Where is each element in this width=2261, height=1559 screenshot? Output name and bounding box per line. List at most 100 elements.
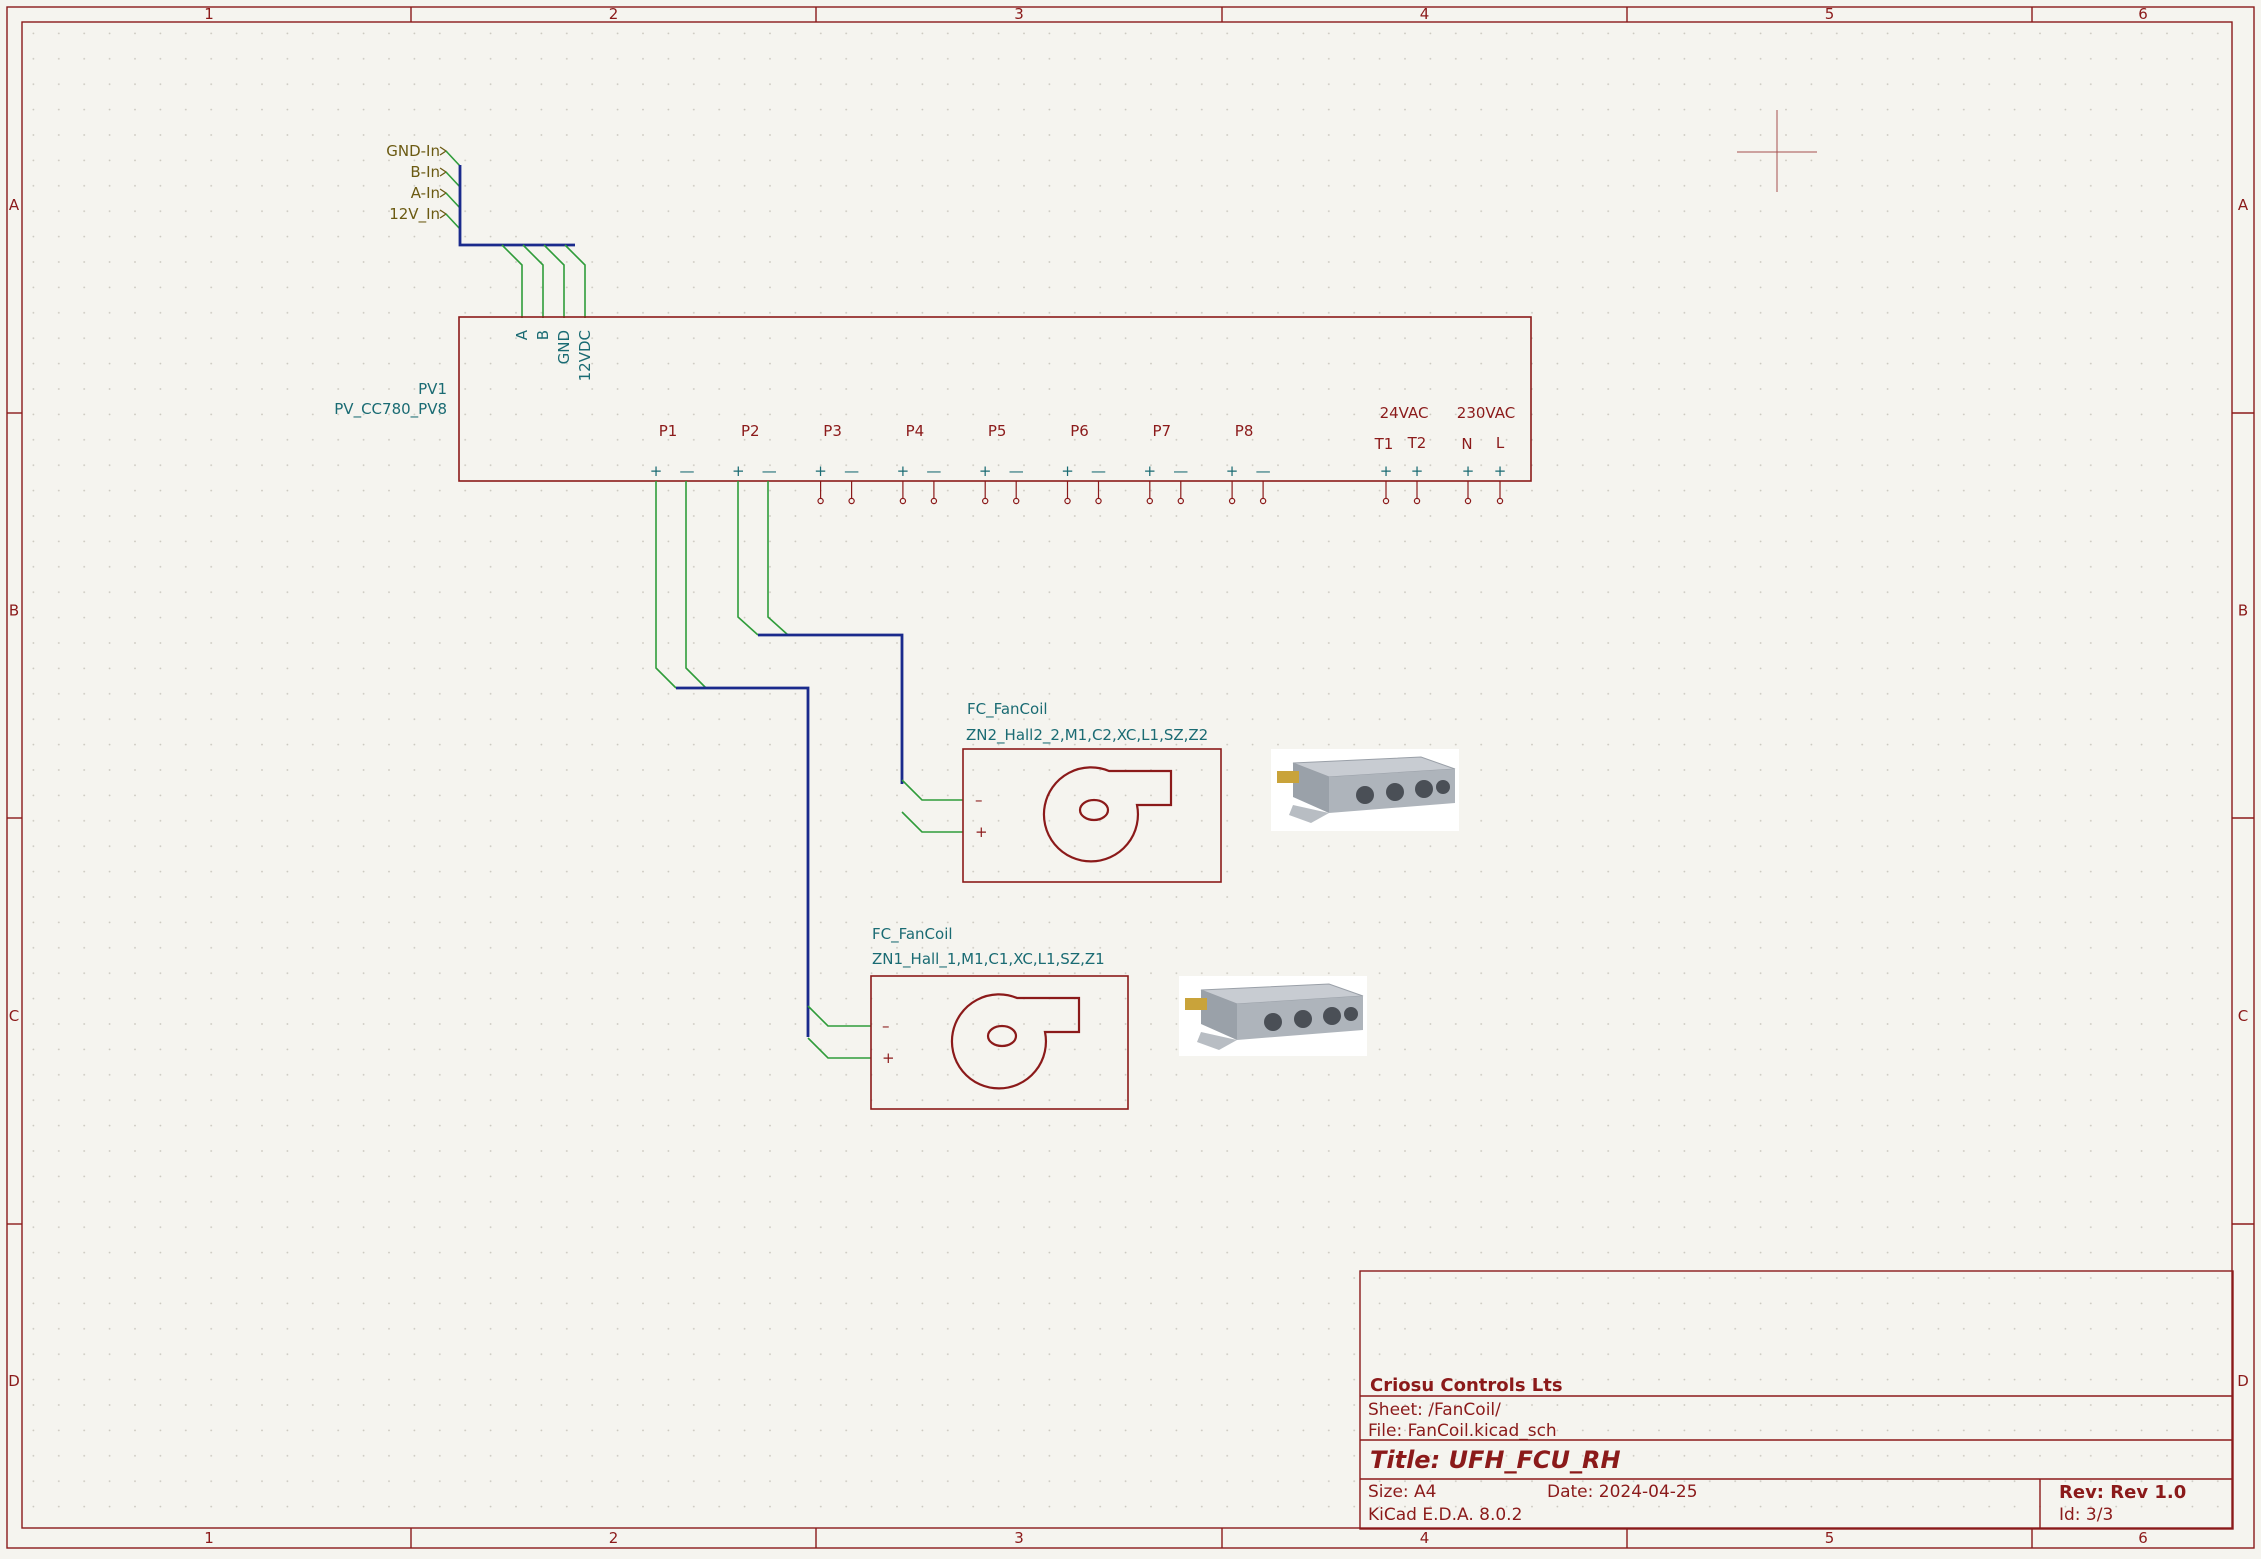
pin-t2-label: T2 [1407,434,1427,452]
sheet-revision: Rev: Rev 1.0 [2059,1482,2186,1503]
blower-icon [1042,766,1173,863]
port-plus-sign: + [1226,462,1239,480]
hier-label-gnd[interactable]: GND-In [386,142,440,160]
port-label-p4: P4 [906,422,925,440]
grid-background [22,22,2232,1527]
frame-row-label-left: A [9,196,20,214]
frame-col-label-bottom: 6 [2138,1529,2148,1547]
controller-value[interactable]: PV_CC780_PV8 [334,400,447,419]
hier-label-entries[interactable] [445,150,461,230]
frame-col-label-top: 3 [1014,5,1024,23]
frame-col-label-top: 5 [1825,5,1835,23]
controller-pin-gnd: GND [555,330,573,364]
port-label-p8: P8 [1235,422,1254,440]
supply-pin-sign: + [1411,462,1424,480]
tool-version: KiCad E.D.A. 8.0.2 [1368,1505,1522,1525]
fancoil-zn1-symbol[interactable]: FC_FanCoil ZN1_Hall_1,M1,C1,XC,L1,SZ,Z1 … [870,925,1129,1110]
frame-row-label-right: C [2238,1007,2248,1025]
controller-pin-b: B [534,330,552,340]
crosshair-cursor-icon [1737,110,1817,192]
frame-col-label-bottom: 2 [609,1529,619,1547]
port-plus-sign: + [650,462,663,480]
pin-end-marker [1259,497,1267,505]
frame-row-label-right: D [2237,1372,2249,1390]
port-label-p1: P1 [659,422,678,440]
port-minus-sign: — [1009,462,1024,480]
controller-pv1-symbol[interactable]: PV1 PV_CC780_PV8 A B GND 12VDC P1 + — P2 + — P… [334,316,1532,505]
fancoil-zn2-minus: – [975,791,983,809]
pin-t1-label: T1 [1374,435,1394,453]
port-minus-sign: — [680,462,695,480]
pin-end-marker [930,497,938,505]
port-label-p5: P5 [988,422,1007,440]
fancoil-zn1-plus: + [882,1049,895,1067]
supply-230vac-label: 230VAC [1457,404,1515,422]
pin-end-marker [1013,497,1020,505]
hier-label-12v[interactable]: 12V_In [389,205,440,224]
frame-row-label-left: B [9,602,19,620]
bus-lines[interactable] [458,165,575,247]
frame-row-label-right: B [2238,602,2248,620]
pin-end-marker [899,497,907,505]
pin-n-label: N [1461,435,1472,453]
controller-reference[interactable]: PV1 [418,380,447,398]
port-plus-sign: + [897,462,910,480]
p1-p2-wires[interactable] [655,481,789,689]
fancoil-buses[interactable] [676,633,904,1037]
sheet-name: Sheet: /FanCoil/ [1368,1400,1501,1420]
hierarchical-labels: GND-In B-In A-In 12V_In [386,142,461,230]
frame-col-label-bottom: 3 [1014,1529,1024,1547]
frame-col-label-bottom: 1 [204,1529,214,1547]
hier-label-a[interactable]: A-In [411,184,440,202]
pin-end-marker [1146,497,1154,505]
controller-pin-a: A [513,329,531,340]
controller-body[interactable] [458,316,1532,482]
sheet-date: Date: 2024-04-25 [1547,1482,1698,1502]
controller-pin-12vdc: 12VDC [576,330,594,381]
fancoil-zn2-plus: + [975,823,988,841]
fancoil-zn1-ref[interactable]: FC_FanCoil [872,925,953,944]
bus-entry-wires[interactable] [501,244,586,318]
frame-col-label-top: 2 [609,5,619,23]
port-plus-sign: + [1061,462,1074,480]
port-minus-sign: — [762,462,777,480]
port-label-p3: P3 [823,422,842,440]
fancoil-zn1-minus: – [882,1017,890,1035]
frame-col-label-top: 1 [204,5,214,23]
file-name: File: FanCoil.kicad_sch [1368,1421,1557,1441]
blower-icon [950,993,1081,1090]
port-label-p2: P2 [741,422,760,440]
pin-end-marker [1382,497,1390,505]
pin-end-marker [1496,497,1504,505]
hier-label-b[interactable]: B-In [410,163,440,181]
pin-end-marker [1464,497,1472,505]
pin-end-marker [1064,497,1071,505]
fancoil-zn1-value[interactable]: ZN1_Hall_1,M1,C1,XC,L1,SZ,Z1 [872,950,1105,969]
frame-col-label-top: 6 [2138,5,2148,23]
sheet-size: Size: A4 [1368,1482,1436,1502]
port-minus-sign: — [926,462,941,480]
fancoil-entry-wires[interactable] [807,779,963,1059]
title-block[interactable]: Criosu Controls Lts Sheet: /FanCoil/ Fil… [1359,1270,2234,1530]
fancoil-zn2-symbol[interactable]: FC_FanCoil ZN2_Hall2_2,M1,C2,XC,L1,SZ,Z2… [962,700,1222,883]
port-minus-sign: — [844,462,859,480]
frame-col-label-top: 4 [1420,5,1430,23]
frame-row-label-right: A [2238,196,2249,214]
pin-l-label: L [1496,434,1505,452]
frame-row-label-left: C [9,1007,19,1025]
port-plus-sign: + [1144,462,1157,480]
pin-end-marker [1095,497,1102,505]
pin-end-marker [982,497,989,505]
port-label-p6: P6 [1070,422,1089,440]
sheet-id: Id: 3/3 [2059,1505,2113,1525]
fancoil-zn2-value[interactable]: ZN2_Hall2_2,M1,C2,XC,L1,SZ,Z2 [966,726,1208,745]
port-minus-sign: — [1173,462,1188,480]
frame-col-label-bottom: 5 [1825,1529,1835,1547]
fancoil-zn2-ref[interactable]: FC_FanCoil [967,700,1048,719]
port-plus-sign: + [732,462,745,480]
pin-end-marker [1177,497,1185,505]
frame-col-label-bottom: 4 [1420,1529,1430,1547]
